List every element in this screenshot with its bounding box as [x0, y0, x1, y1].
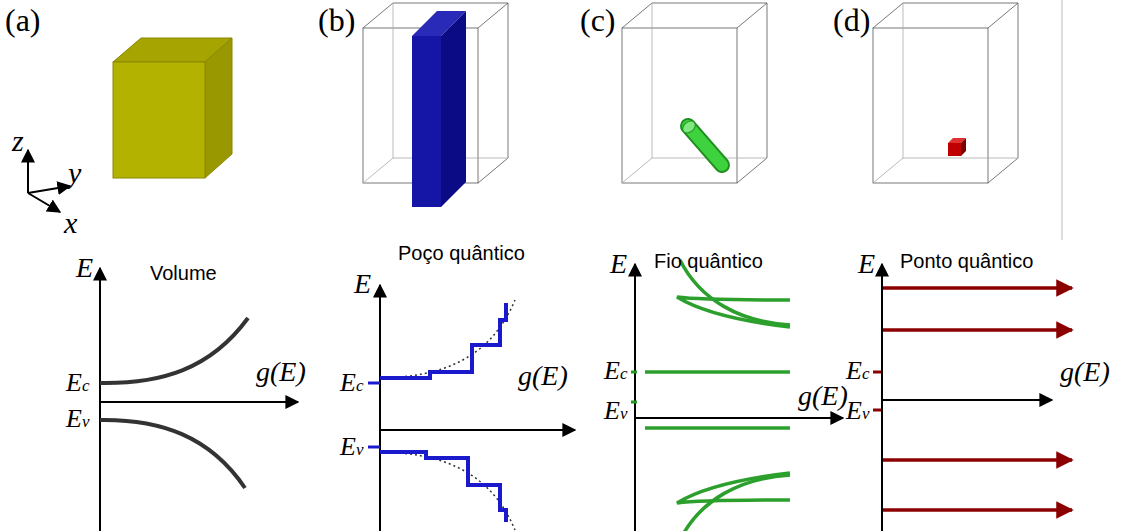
axis-name: y — [68, 156, 81, 191]
bulk-dos-plot — [100, 268, 298, 531]
band-edge-label: Ec — [66, 368, 89, 398]
bulk-cube — [113, 38, 232, 178]
band-edge-label: Ev — [604, 396, 627, 426]
dos-axis-label: g(E) — [518, 360, 568, 392]
quantum-dot-cube — [948, 138, 966, 156]
panel-letter: (d) — [833, 2, 870, 39]
wireframe-boxes — [363, 0, 1062, 240]
well-dos-plot — [368, 285, 575, 531]
axis-name: x — [64, 206, 77, 241]
panel-title: Ponto quântico — [900, 250, 1033, 273]
band-edge-label: Ec — [340, 368, 363, 398]
energy-axis-label: E — [610, 248, 627, 280]
band-edge-label: Ec — [846, 356, 869, 386]
panel-letter: (a) — [5, 2, 41, 39]
energy-axis-label: E — [354, 268, 371, 300]
energy-axis-label: E — [76, 252, 93, 284]
panel-title: Poço quântico — [398, 242, 525, 265]
band-edge-label: Ev — [340, 432, 363, 462]
dos-axis-label: g(E) — [1060, 356, 1110, 388]
band-edge-label: Ev — [846, 396, 869, 426]
dot-dos-plot — [873, 264, 1072, 531]
panel-title: Volume — [150, 262, 217, 285]
panel-letter: (b) — [318, 2, 355, 39]
band-edge-label: Ev — [66, 404, 89, 434]
panel-title: Fio quântico — [654, 250, 763, 273]
dos-axis-label: g(E) — [798, 380, 848, 412]
coordinate-axes — [28, 150, 70, 212]
panel-letter: (c) — [580, 2, 616, 39]
energy-axis-label: E — [858, 248, 875, 280]
axis-name: z — [12, 124, 24, 159]
band-edge-label: Ec — [604, 356, 627, 386]
quantum-well-slab — [412, 11, 466, 207]
dos-axis-label: g(E) — [256, 356, 306, 388]
quantum-wire-cylinder — [680, 119, 722, 165]
